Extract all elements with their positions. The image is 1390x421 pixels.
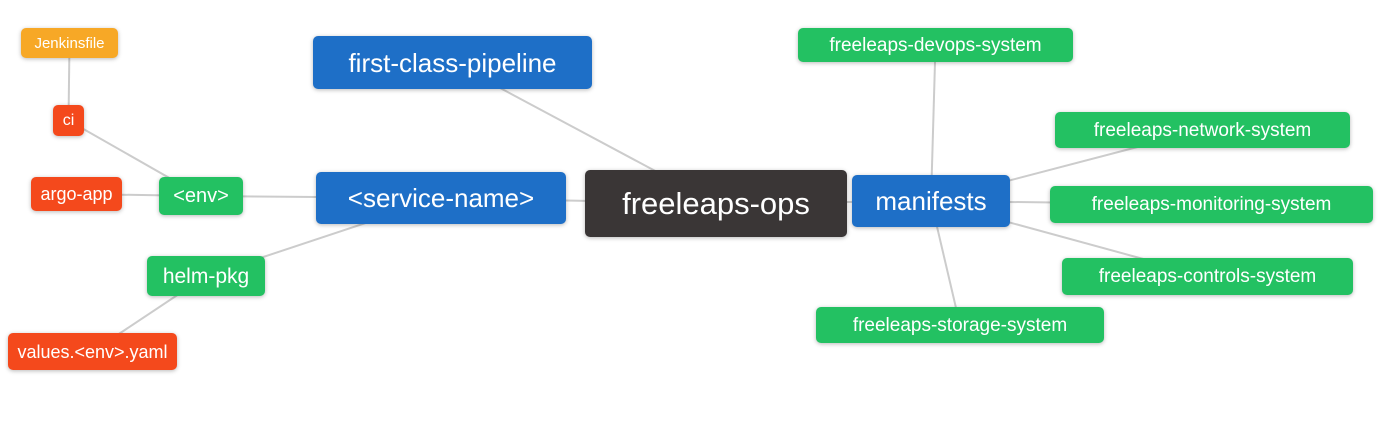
node-label: first-class-pipeline [348,47,557,78]
node-label: Jenkinsfile [34,34,105,52]
node-env[interactable]: <env> [159,177,243,215]
node-label: freeleaps-storage-system [852,314,1068,336]
node-freeleaps-devops-system[interactable]: freeleaps-devops-system [798,28,1073,62]
node-freeleaps-ops[interactable]: freeleaps-ops [585,170,847,237]
node-label: freeleaps-ops [622,186,810,221]
node-helm-pkg[interactable]: helm-pkg [147,256,265,296]
node-ci[interactable]: ci [53,105,84,136]
node-argo-app[interactable]: argo-app [31,177,122,211]
node-jenkinsfile[interactable]: Jenkinsfile [21,28,118,58]
node-freeleaps-controls-system[interactable]: freeleaps-controls-system [1062,258,1353,295]
node-label: ci [62,111,75,129]
node-freeleaps-network-system[interactable]: freeleaps-network-system [1055,112,1350,148]
node-label: manifests [875,186,987,216]
node-label: <service-name> [347,183,535,213]
node-label: argo-app [40,184,113,204]
node-freeleaps-storage-system[interactable]: freeleaps-storage-system [816,307,1104,343]
node-freeleaps-monitoring-system[interactable]: freeleaps-monitoring-system [1050,186,1373,223]
node-service-name[interactable]: <service-name> [316,172,566,224]
node-label: freeleaps-monitoring-system [1091,194,1332,215]
node-first-class-pipeline[interactable]: first-class-pipeline [313,36,592,89]
node-label: helm-pkg [162,264,250,288]
node-manifests[interactable]: manifests [852,175,1010,227]
node-values-env-yaml[interactable]: values.<env>.yaml [8,333,177,370]
node-label: freeleaps-network-system [1093,119,1312,141]
node-label: freeleaps-controls-system [1098,266,1317,287]
node-label: <env> [173,185,229,207]
node-label: values.<env>.yaml [17,341,168,362]
node-label: freeleaps-devops-system [829,34,1042,56]
